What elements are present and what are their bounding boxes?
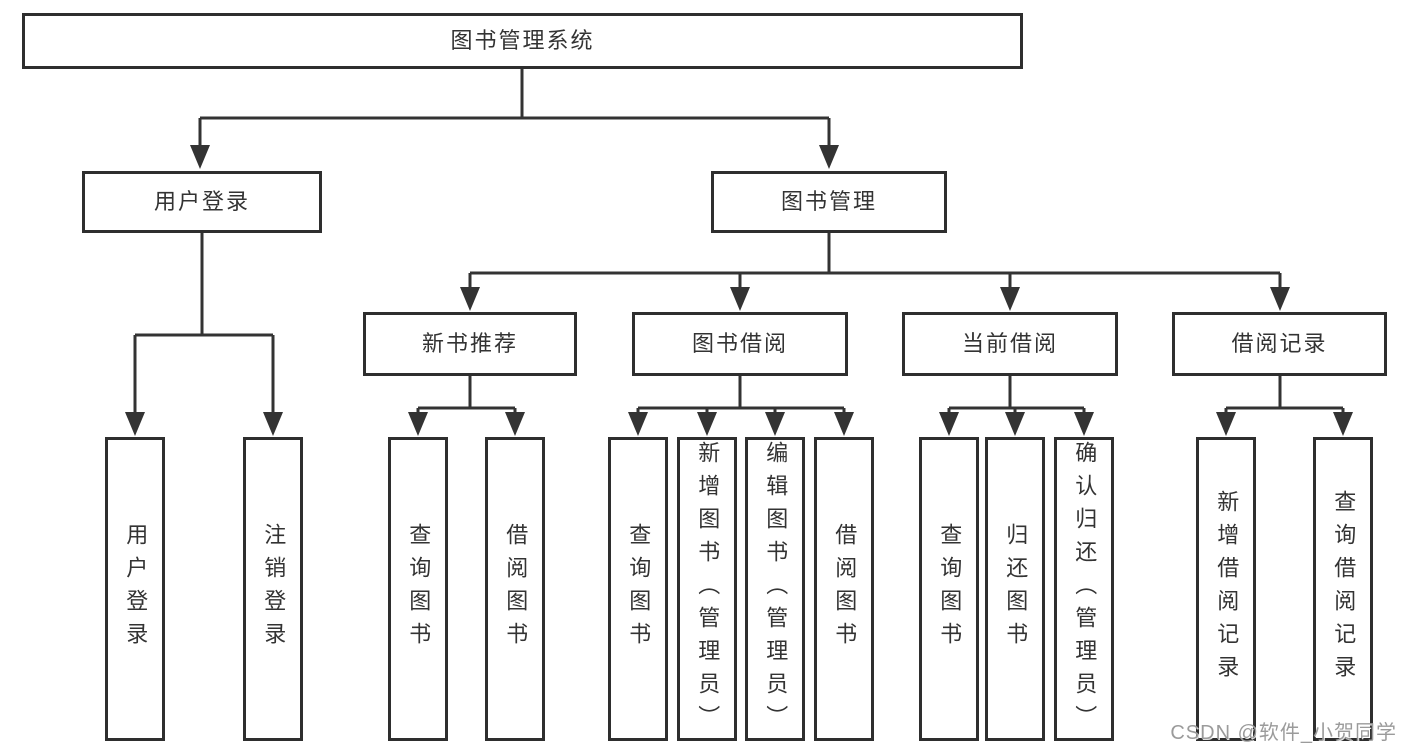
arrowhead [263, 412, 283, 436]
connector-root-to-level2 [190, 69, 839, 169]
leaf-logout: 注销登录 [243, 437, 303, 741]
arrowhead [460, 287, 480, 311]
watermark: CSDN @软件_小贺同学 [1170, 722, 1397, 744]
node-current-borrowing: 当前借阅 [902, 312, 1118, 376]
arrowhead [819, 145, 839, 169]
arrowhead [505, 412, 525, 436]
arrowhead [125, 412, 145, 436]
connector-current-to-leaves [939, 376, 1094, 436]
arrowhead [765, 412, 785, 436]
arrowhead [697, 412, 717, 436]
arrowhead [408, 412, 428, 436]
node-borrowing-records: 借阅记录 [1172, 312, 1387, 376]
arrowhead [834, 412, 854, 436]
leaf-query-books-borrow: 查询图书 [608, 437, 668, 741]
connector-recommend-to-leaves [408, 376, 525, 436]
arrowhead [1216, 412, 1236, 436]
node-new-book-recommendation: 新书推荐 [363, 312, 577, 376]
leaf-query-borrow-record: 查询借阅记录 [1313, 437, 1373, 741]
node-user-login: 用户登录 [82, 171, 322, 233]
leaf-query-books-current: 查询图书 [919, 437, 979, 741]
leaf-return-books: 归还图书 [985, 437, 1045, 741]
arrowhead [730, 287, 750, 311]
leaf-query-books-recommend: 查询图书 [388, 437, 448, 741]
arrowhead [190, 145, 210, 169]
arrowhead [1074, 412, 1094, 436]
node-book-borrowing: 图书借阅 [632, 312, 848, 376]
arrowhead [1333, 412, 1353, 436]
connector-borrow-to-leaves [628, 376, 854, 436]
arrowhead [939, 412, 959, 436]
arrowhead [628, 412, 648, 436]
arrowhead [1000, 287, 1020, 311]
leaf-add-books-admin: 新增图书（管理员） [677, 437, 737, 741]
leaf-borrow-books-recommend: 借阅图书 [485, 437, 545, 741]
leaf-edit-books-admin: 编辑图书（管理员） [745, 437, 805, 741]
connector-mgmt-to-level3 [460, 233, 1290, 311]
leaf-user-login: 用户登录 [105, 437, 165, 741]
leaf-add-borrow-record: 新增借阅记录 [1196, 437, 1256, 741]
arrowhead [1270, 287, 1290, 311]
node-library-system: 图书管理系统 [22, 13, 1023, 69]
connector-records-to-leaves [1216, 376, 1353, 436]
arrowhead [1005, 412, 1025, 436]
connector-login-to-leaves [125, 233, 283, 436]
leaf-confirm-return-admin: 确认归还（管理员） [1054, 437, 1114, 741]
leaf-borrow-books: 借阅图书 [814, 437, 874, 741]
node-book-management: 图书管理 [711, 171, 947, 233]
